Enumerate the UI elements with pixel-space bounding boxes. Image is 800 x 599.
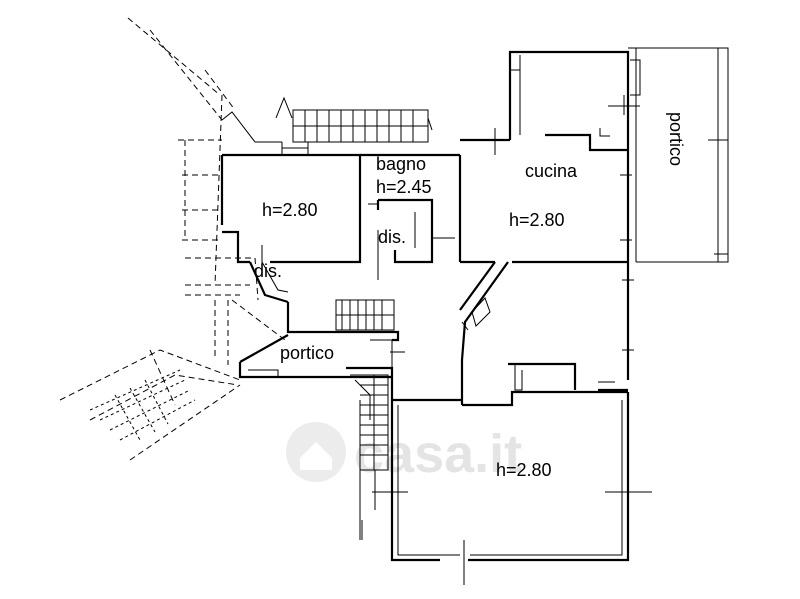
top-stairs — [275, 96, 433, 143]
bath-name-label: bagno — [376, 154, 426, 174]
kitchen-name-label: cucina — [525, 161, 578, 181]
watermark-house-icon — [300, 442, 332, 470]
left-room-height-label: h=2.80 — [262, 200, 318, 220]
left-porch-label: portico — [280, 343, 334, 363]
left-porch-walls — [238, 261, 405, 379]
room-labels: h=2.80 bagno h=2.45 dis. dis. cucina h=2… — [254, 112, 686, 480]
bath-height-label: h=2.45 — [376, 177, 432, 197]
watermark-text: casa.it — [354, 424, 522, 484]
terrain-dashed-lines — [59, 17, 286, 461]
hall-upper-label: dis. — [378, 227, 406, 247]
living-room-walls — [361, 390, 652, 585]
hall-lower-label: dis. — [254, 261, 282, 281]
kitchen-walls — [460, 50, 640, 264]
right-porch-outline — [628, 47, 729, 263]
kitchen-height-label: h=2.80 — [509, 210, 565, 230]
central-walls — [459, 261, 634, 405]
left-room-walls — [220, 111, 362, 275]
bath-walls — [360, 153, 462, 280]
watermark: casa.it — [286, 422, 522, 484]
right-porch-label: portico — [666, 112, 686, 166]
living-room-height-label: h=2.80 — [496, 460, 552, 480]
